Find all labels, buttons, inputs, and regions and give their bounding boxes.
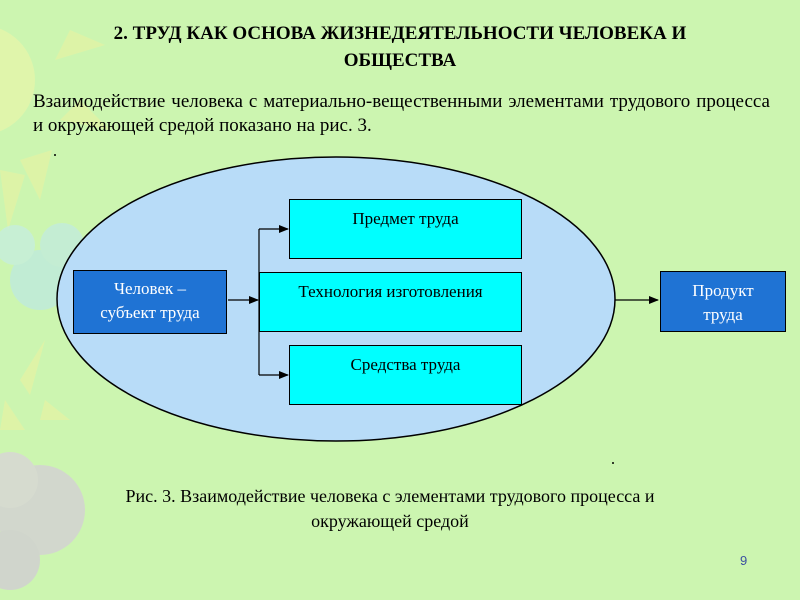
- product-box: Продукт труда: [660, 271, 786, 332]
- sun-decoration: [0, 28, 110, 230]
- object-of-labor-box: Предмет труда: [289, 199, 522, 259]
- figure-caption-line2: окружающей средой: [311, 511, 469, 531]
- intro-paragraph: Взаимодействие человека с материально-ве…: [33, 91, 770, 136]
- technology-label: Технология изготовления: [298, 282, 483, 301]
- technology-box: Технология изготовления: [259, 272, 522, 332]
- product-label-line1: Продукт: [692, 281, 754, 300]
- corner-mark: [54, 154, 56, 156]
- means-of-labor-box: Средства труда: [289, 345, 522, 405]
- subject-label-line1: Человек –: [113, 279, 187, 298]
- figure-caption-line1: Рис. 3. Взаимодействие человека с элемен…: [125, 486, 655, 506]
- subject-label-line2: субъект труда: [100, 303, 200, 322]
- object-of-labor-label: Предмет труда: [352, 209, 459, 228]
- corner-mark: [612, 462, 614, 464]
- figure-caption: Рис. 3. Взаимодействие человека с элемен…: [40, 484, 740, 534]
- page-number: 9: [740, 553, 748, 568]
- slide-title-line1: 2. ТРУД КАК ОСНОВА ЖИЗНЕДЕЯТЕЛЬНОСТИ ЧЕЛ…: [113, 23, 687, 44]
- means-of-labor-label: Средства труда: [350, 355, 461, 374]
- product-label-line2: труда: [703, 305, 743, 324]
- slide-title-line2: ОБЩЕСТВА: [343, 50, 457, 71]
- subject-box: Человек – субъект труда: [73, 270, 227, 334]
- slide-title: 2. ТРУД КАК ОСНОВА ЖИЗНЕДЕЯТЕЛЬНОСТИ ЧЕЛ…: [40, 20, 760, 74]
